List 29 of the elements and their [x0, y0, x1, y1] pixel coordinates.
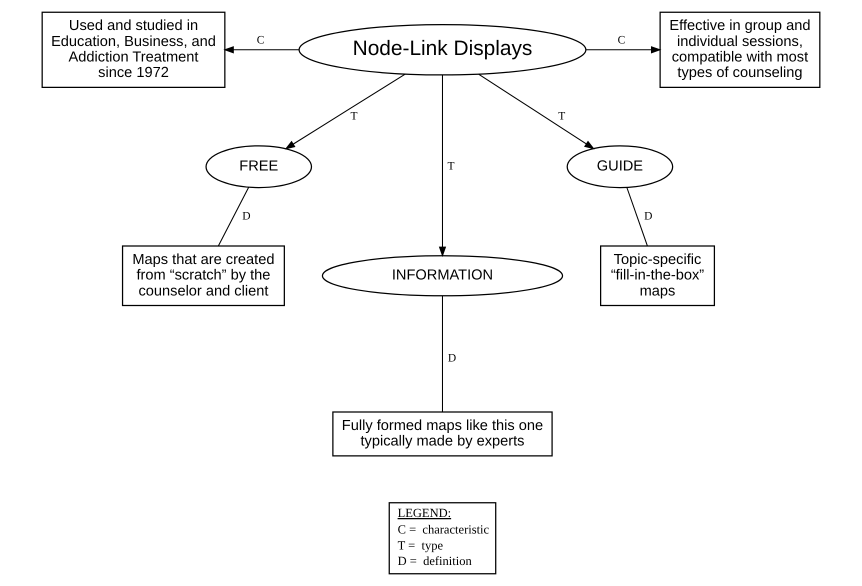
- arrow: [478, 74, 595, 150]
- node-ellipse: GUIDE: [566, 145, 674, 188]
- node-ellipse: INFORMATION: [322, 255, 564, 296]
- connector: [626, 188, 648, 246]
- arrow: [284, 74, 406, 150]
- node-box: Effective in group and individual sessions, compatible with most types of counseling: [660, 12, 820, 88]
- node-ellipse: Node-Link Displays: [298, 24, 586, 76]
- label: C = characteristic: [398, 522, 490, 537]
- label: LEGEND:: [398, 506, 452, 520]
- edge-label: D: [644, 210, 652, 223]
- edge-label: T: [448, 160, 454, 173]
- node-box: Topic-specific “fill-in-the-box” maps: [600, 245, 716, 306]
- connector: [442, 296, 443, 412]
- edge-label: D: [448, 352, 456, 365]
- connector: [218, 187, 250, 246]
- node-box: Fully formed maps like this one typically made by experts: [332, 411, 553, 456]
- node-ellipse: FREE: [205, 145, 312, 188]
- arrow: [438, 75, 446, 258]
- node-box: Maps that are created from “scratch” by the counselor and client: [122, 245, 285, 306]
- label: T = type: [398, 538, 444, 552]
- edge-label: C: [618, 34, 626, 46]
- edge-label: D: [242, 210, 251, 223]
- edge-label: T: [350, 110, 358, 123]
- arrow: [223, 46, 300, 54]
- node-box: Used and studied in Education, Business, and Addiction Treatment since 1972: [42, 12, 226, 88]
- edge-label: T: [558, 110, 566, 123]
- label: D = definition: [398, 554, 472, 568]
- edge-label: C: [256, 34, 264, 46]
- arrow: [586, 46, 662, 54]
